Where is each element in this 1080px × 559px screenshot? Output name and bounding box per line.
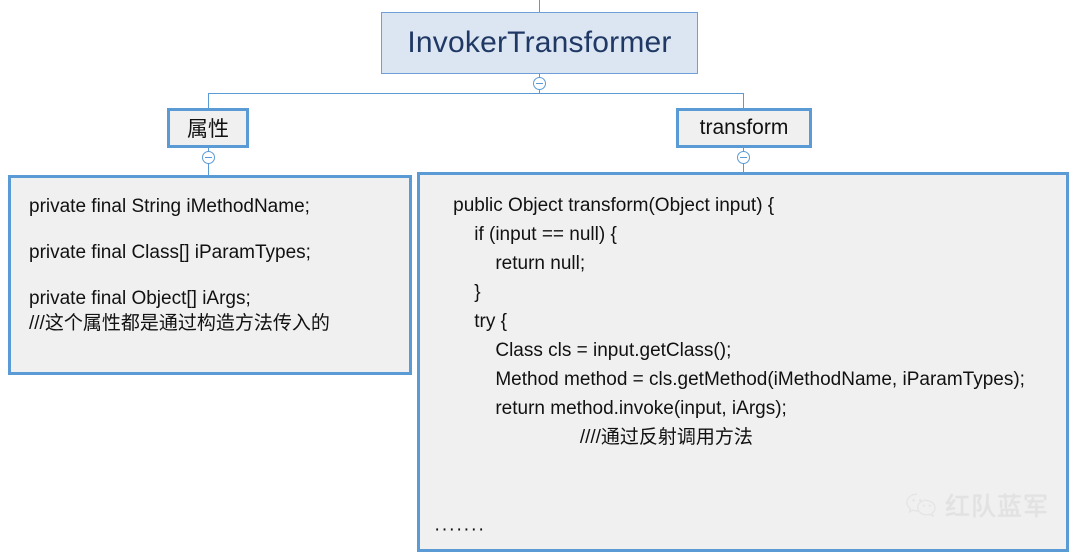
code-line: if (input == null) { bbox=[432, 224, 617, 245]
attributes-panel: private final String iMethodName; privat… bbox=[8, 175, 412, 375]
branch-node-transform-label: transform bbox=[699, 116, 789, 139]
root-node-label: InvokerTransformer bbox=[407, 26, 672, 59]
code-line: Class cls = input.getClass(); bbox=[432, 340, 732, 361]
transform-code-panel: public Object transform(Object input) { … bbox=[417, 172, 1069, 552]
attributes-line: private final Class[] iParamTypes; bbox=[29, 242, 311, 263]
code-line: Method method = cls.getMethod(iMethodNam… bbox=[432, 369, 1025, 390]
code-ellipsis: ······· bbox=[434, 519, 486, 540]
code-line: } bbox=[432, 282, 481, 303]
connector-bus-to-transform bbox=[743, 93, 744, 108]
attributes-comment-line: ///这个属性都是通过构造方法传入的 bbox=[29, 313, 330, 334]
branch-node-transform[interactable]: transform bbox=[676, 108, 812, 148]
wechat-icon bbox=[906, 493, 936, 517]
watermark-label: 红队蓝军 bbox=[945, 493, 1050, 521]
transform-collapse-icon[interactable] bbox=[737, 151, 750, 164]
attributes-spacer bbox=[29, 219, 401, 240]
code-line: try { bbox=[432, 311, 507, 332]
attributes-line: private final String iMethodName; bbox=[29, 196, 310, 217]
root-collapse-icon[interactable] bbox=[533, 77, 546, 90]
branch-node-attributes-label: 属性 bbox=[187, 118, 229, 141]
watermark: 红队蓝军 bbox=[905, 487, 1049, 523]
code-line: return method.invoke(input, iArgs); bbox=[432, 398, 787, 419]
code-line: public Object transform(Object input) { bbox=[432, 195, 775, 216]
attributes-spacer bbox=[29, 265, 401, 286]
branch-node-attributes[interactable]: 属性 bbox=[167, 108, 249, 148]
code-comment-line: ////通过反射调用方法 bbox=[432, 427, 753, 448]
connector-bus-to-attributes bbox=[208, 93, 209, 108]
connector-root-stub bbox=[539, 0, 540, 12]
attributes-collapse-icon[interactable] bbox=[202, 151, 215, 164]
root-node-invokertransformer[interactable]: InvokerTransformer bbox=[381, 12, 698, 74]
code-line: return null; bbox=[432, 253, 586, 274]
attributes-line: private final Object[] iArgs; bbox=[29, 288, 251, 309]
connector-bus bbox=[208, 93, 744, 94]
